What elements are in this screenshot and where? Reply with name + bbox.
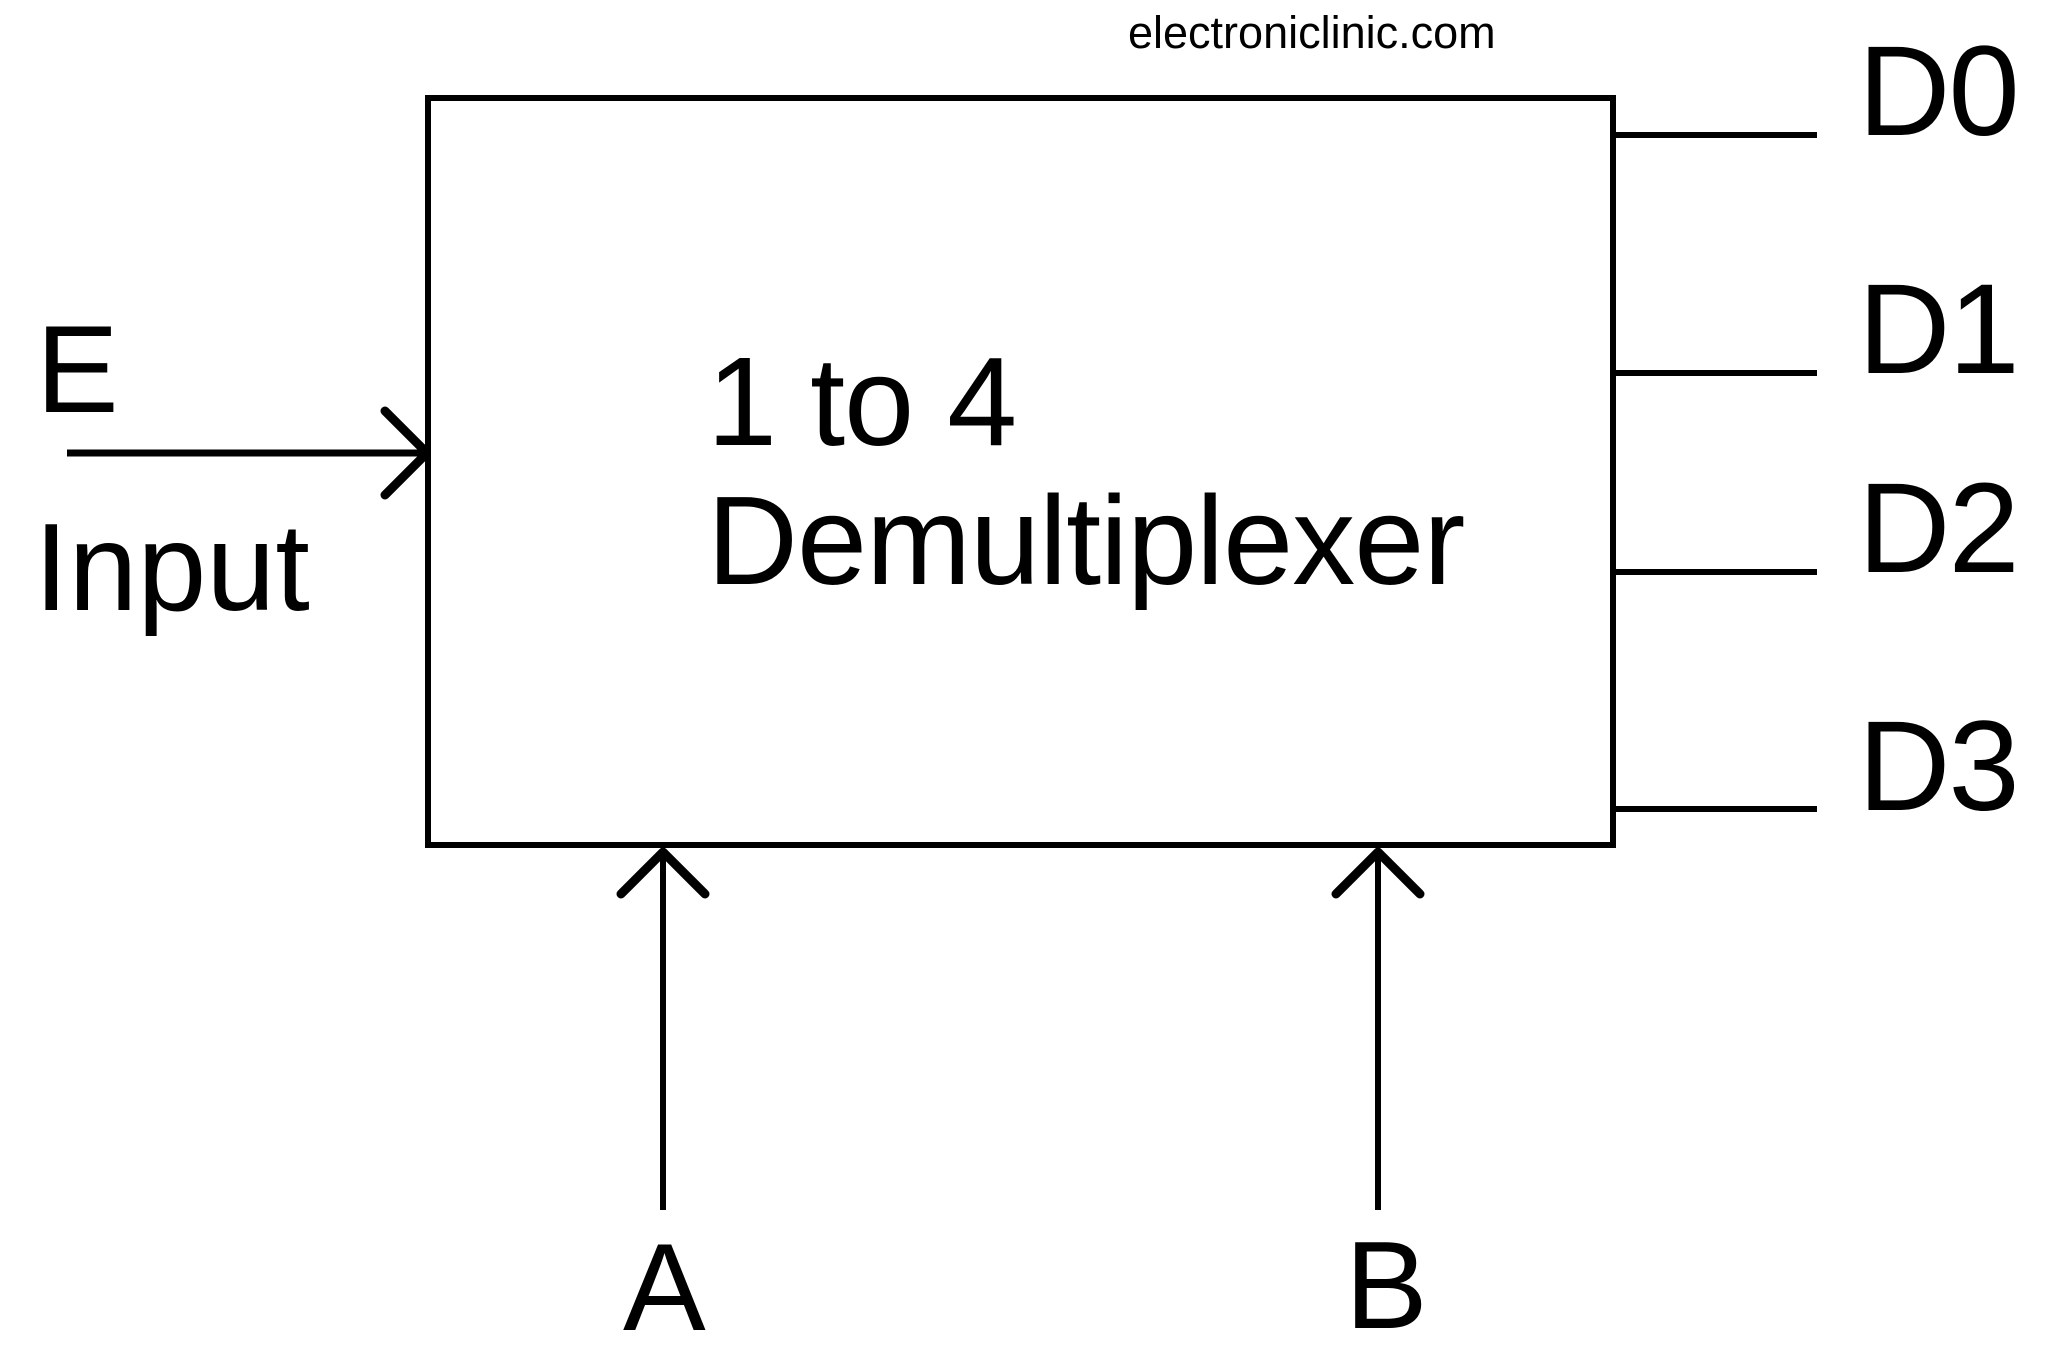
enable-signal-label: E (36, 301, 119, 439)
box-title-line1: 1 to 4 (707, 331, 1017, 472)
output-label-d3: D3 (1858, 695, 2020, 838)
box-title-line2: Demultiplexer (707, 469, 1465, 611)
demultiplexer-box: 1 to 4 Demultiplexer (425, 95, 1616, 848)
input-caption-label: Input (34, 499, 310, 637)
select-a-arrow-icon (616, 847, 710, 1210)
output-wires (1613, 132, 1817, 812)
select-label-a: A (623, 1219, 706, 1356)
output-label-d1: D1 (1858, 258, 2020, 401)
output-label-d0: D0 (1858, 20, 2020, 163)
select-label-b: B (1345, 1217, 1428, 1355)
enable-input-arrow-icon (67, 406, 432, 500)
output-label-d2: D2 (1858, 457, 2020, 600)
watermark: electroniclinic.com (1128, 7, 1496, 58)
box-title: 1 to 4 Demultiplexer (707, 331, 1465, 611)
select-b-arrow-icon (1331, 847, 1425, 1210)
